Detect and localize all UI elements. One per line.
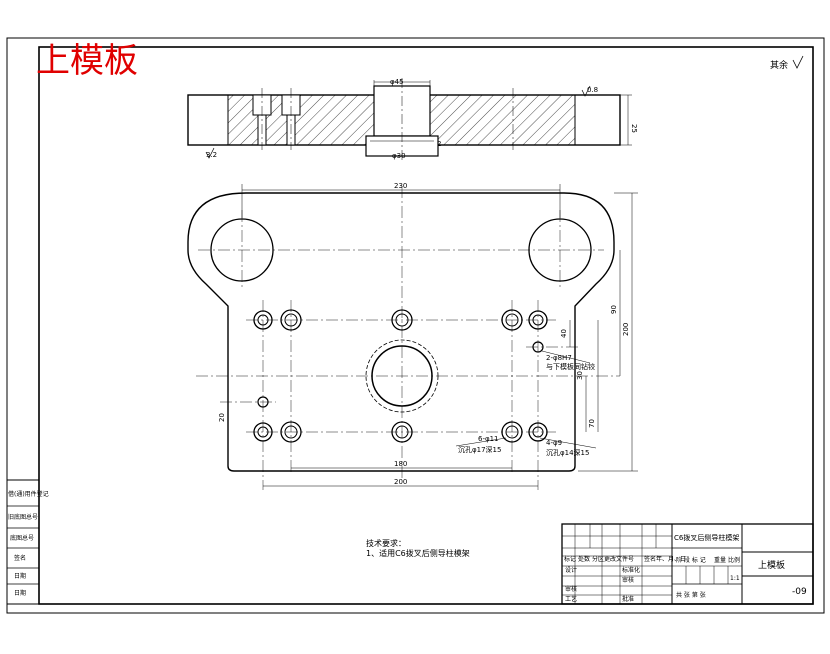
- dim-30: 30: [576, 371, 584, 380]
- dim-chamfer: 2: [437, 140, 441, 148]
- roughness-symbol: [792, 55, 804, 69]
- tb-part-name: 上模板: [758, 559, 785, 571]
- plan-centerlines: [196, 186, 620, 490]
- left-row-5: 日期: [14, 572, 26, 580]
- tb-weight: 重量: [714, 556, 726, 564]
- tb-review: 审核: [622, 576, 634, 584]
- dim-right-rough: 0.8: [587, 86, 598, 94]
- note-pin: 2-φ8H7: [546, 354, 572, 362]
- left-row-2: 旧底图总号: [8, 513, 38, 521]
- left-row-6: 日期: [14, 589, 26, 597]
- dim-left-rough: 3.2: [206, 151, 217, 159]
- red-title: 上模板: [36, 41, 138, 81]
- dim-70: 70: [588, 419, 596, 428]
- tech-req-1: 1、适用C6拨叉后侧导柱模架: [366, 548, 470, 558]
- tb-sheets: 共 张 第 张: [676, 591, 706, 599]
- tb-label-date: 年、月、日: [656, 555, 686, 563]
- leader-bolt-b: [539, 437, 597, 449]
- tb-scale: 比例: [728, 556, 740, 564]
- note-pin-2: 与下模板同钻铰: [546, 362, 595, 371]
- tb-label-doc: 更改文件号: [604, 555, 634, 563]
- title-block: [561, 523, 814, 605]
- leader-bolt-a: [455, 437, 507, 447]
- tb-drawing-no: -09: [792, 587, 807, 597]
- section-view: [187, 78, 632, 160]
- dim-180: 180: [394, 460, 407, 468]
- tb-project: C6拨叉后侧导柱模架: [674, 533, 739, 542]
- left-row-4: 签名: [14, 554, 26, 562]
- dim-bore-bottom: φ30: [392, 152, 406, 160]
- note-bolt-a2: 沉孔φ17深15: [458, 445, 501, 454]
- tb-label-zone: 分区: [592, 555, 604, 563]
- dim-height: 25: [630, 124, 638, 133]
- dim-20: 20: [218, 413, 226, 422]
- dim-bore-top: φ45: [390, 78, 404, 86]
- left-record-block: [6, 479, 40, 605]
- dim-90: 90: [610, 305, 618, 314]
- tb-label-mark: 标记: [564, 555, 576, 563]
- left-row-3: 底图总号: [10, 534, 34, 542]
- tb-label-count: 处数: [578, 555, 590, 563]
- dim-40: 40: [560, 329, 568, 338]
- tech-req-title: 技术要求：: [366, 538, 406, 548]
- tb-standard: 标准化: [622, 566, 640, 574]
- tb-approve: 批准: [622, 595, 634, 603]
- leader-pin: [541, 350, 591, 364]
- roughness-note: 其余: [770, 59, 788, 71]
- dim-230: 230: [394, 182, 407, 190]
- tb-process: 工艺: [565, 595, 577, 603]
- tb-designer: 设计: [565, 566, 577, 574]
- inner-frame: [38, 46, 814, 605]
- tb-stage: 阶 段 标 记: [676, 556, 706, 564]
- tb-label-sign: 签名: [644, 555, 656, 563]
- outer-border: [6, 37, 825, 614]
- tb-scale-value: 1:1: [730, 575, 740, 582]
- note-bolt-b: 4-φ9: [546, 439, 562, 447]
- note-bolt-b2: 沉孔φ14深15: [546, 448, 589, 457]
- left-row-1: 借(通)用件登记: [8, 490, 49, 498]
- dim-200v: 200: [622, 323, 630, 336]
- tb-check: 审核: [565, 585, 577, 593]
- plan-view: [187, 192, 615, 472]
- note-bolt-a: 6-φ11: [478, 435, 499, 443]
- dim-200h: 200: [394, 478, 407, 486]
- plan-dimensions: [227, 184, 638, 487]
